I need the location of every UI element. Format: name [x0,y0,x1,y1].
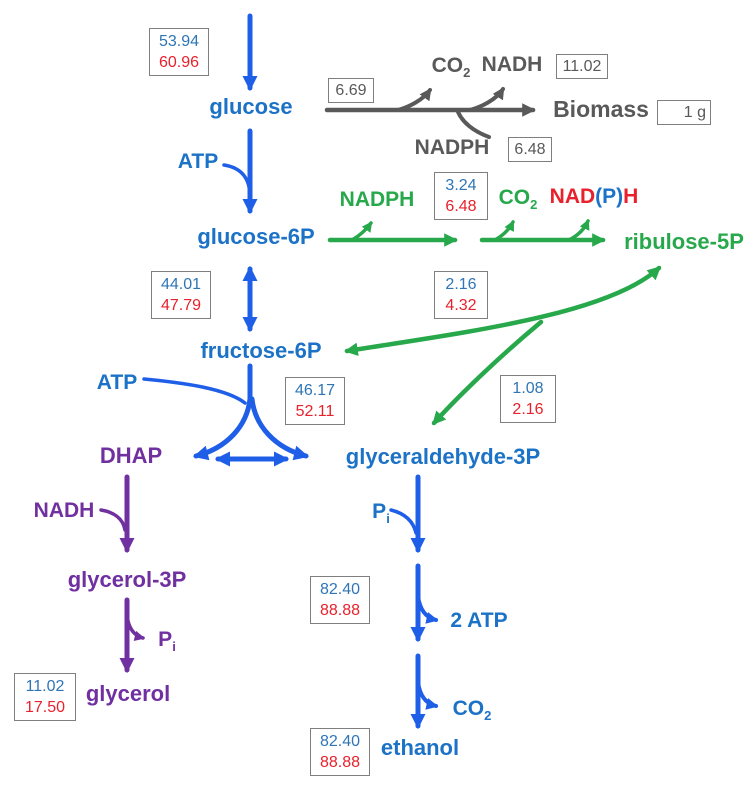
arrow-ribulose5p-to-gap [431,319,544,426]
glycerol-branch-arrows [99,474,146,673]
flux-bottom-value: 6.48 [445,198,477,216]
arrow-branch-pi-out [125,614,146,642]
cofactor-co2-ppp: CO2 [499,186,538,213]
arrow-branch-nadh-biomass [468,86,505,112]
metabolite-glucose: glucose [209,94,293,119]
cofactor-2atp: 2 ATP [450,609,508,632]
flux-bottom-value: 47.79 [160,297,202,315]
flux-box-lower-glycolysis: 82.40 88.88 [310,576,370,625]
biomass-substrate-box: 6.69 [328,78,374,103]
cofactor-pi-out: Pi [158,628,176,655]
nadph-h-part: H [623,185,639,208]
metabolite-dhap: DHAP [99,443,163,468]
flux-top-value: 3.24 [445,177,477,194]
flux-top-value: 53.94 [158,33,200,50]
flux-bottom-value: 60.96 [158,54,200,72]
flux-box-fba-split: 46.17 52.11 [285,377,345,426]
flux-bottom-value: 17.50 [24,699,66,717]
atp-merge-curve-lower [142,377,247,405]
metabolite-ribulose-5p: ribulose-5P [624,229,744,254]
metabolite-glycerol: glycerol [85,681,171,706]
co2-base: CO [431,54,464,77]
metabolite-fructose-6p: fructose-6P [200,338,322,363]
flux-top-value: 82.40 [319,581,361,598]
flux-bottom-value: 52.11 [295,403,335,421]
pi-base: P [372,500,387,523]
co2-sub: 2 [463,65,471,81]
flux-box-ppp-oxidative: 3.24 6.48 [434,172,488,221]
cofactor-nadh-biomass: NADH [481,53,543,76]
arrow-branch-nadph2-ppp [567,219,590,242]
pi-sub: i [172,639,176,655]
arrow-branch-co2-ppp [493,220,515,242]
cofactor-co2-biomass: CO2 [432,54,471,81]
pi-merge-curve [389,508,418,535]
flux-bottom-value: 88.88 [319,754,361,772]
co2-base: CO [452,697,485,720]
nadph-p-part: (P) [595,185,624,208]
biomass-yield-box: 1 g [657,100,711,125]
cofactor-pi-in: Pi [372,500,390,527]
flux-top-value: 44.01 [160,276,202,293]
metabolite-glucose-6p: glucose-6P [197,224,315,249]
arrow-branch-nadph-ppp [350,221,373,242]
flux-box-ethanol: 82.40 88.88 [310,728,370,777]
flux-top-value: 1.08 [512,380,544,397]
cofactor-nad-p-h: NAD(P)H [550,185,639,208]
arrow-branch-2atp [416,594,439,624]
biomass-nadph-box: 6.48 [508,137,552,162]
cofactor-atp-lower: ATP [96,371,138,394]
glycolysis-arrows [142,13,439,729]
flux-box-glucose-uptake: 53.94 60.96 [149,28,209,77]
flux-top-value: 11.02 [25,678,65,695]
nadph-merge-curve-biomass [456,110,491,139]
cofactor-atp-upper: ATP [177,150,219,173]
atp-merge-curve-upper [222,163,252,199]
pi-base: P [158,628,173,651]
co2-sub: 2 [484,708,492,724]
flux-bottom-value: 88.88 [319,602,361,620]
pi-sub: i [386,511,390,527]
metabolite-glyceraldehyde-3p: glyceraldehyde-3P [345,444,541,469]
flux-top-value: 82.40 [319,733,361,750]
nadh-merge-curve [99,508,127,532]
biomass-arrows [324,86,536,139]
cofactor-co2-ethanol: CO2 [453,697,492,724]
flux-top-value: 46.17 [294,382,336,399]
flux-top-value: 2.16 [445,276,477,293]
flux-box-ppp-to-f6p: 2.16 4.32 [434,271,488,320]
metabolite-glycerol-3p: glycerol-3P [67,567,187,592]
metabolite-ethanol: ethanol [380,735,460,760]
flux-box-ppp-to-gap: 1.08 2.16 [500,375,556,424]
flux-bottom-value: 4.32 [445,297,477,315]
arrow-branch-co2-biomass [396,88,432,112]
arrow-branch-co2-ethanol [416,680,439,710]
cofactor-nadph-ppp: NADPH [339,188,415,211]
nadph-nad-part: NAD [549,185,596,208]
ppp-arrows [327,219,662,426]
arrow-ribulose5p-fructose6p-bidirectional [344,265,662,356]
flux-box-glycerol: 11.02 17.50 [14,673,76,722]
co2-base: CO [498,186,531,209]
biomass-nadh-box: 11.02 [556,54,608,79]
co2-sub: 2 [530,197,538,213]
arrow-fba-to-dhap [193,396,253,461]
arrow-fba-to-gap [249,396,309,461]
flux-box-g6p-f6p: 44.01 47.79 [151,271,211,320]
cofactor-nadh-glycerol: NADH [33,499,95,522]
cofactor-nadph-biomass: NADPH [414,136,490,159]
biomass-label: Biomass [553,96,649,122]
flux-bottom-value: 2.16 [512,401,544,419]
